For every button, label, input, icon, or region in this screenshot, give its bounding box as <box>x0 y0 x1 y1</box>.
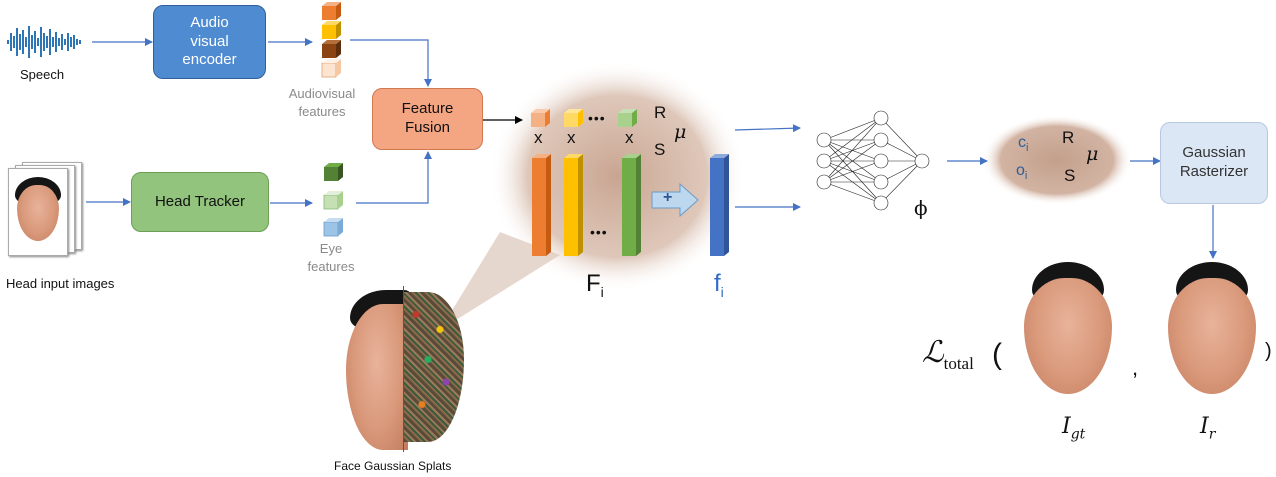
audio-visual-encoder-block: Audio visual encoder <box>153 5 266 79</box>
gaussian-rasterizer-block: Gaussian Rasterizer <box>1160 122 1268 204</box>
F-i-label: Fi <box>586 270 604 300</box>
param-mu: μ <box>1086 143 1099 165</box>
feature-bars <box>532 154 729 256</box>
fusion-R: R <box>654 103 667 122</box>
head-tracker-block: Head Tracker <box>131 172 269 232</box>
feature-fusion-label: Feature Fusion <box>401 100 454 136</box>
splat-callout <box>440 232 560 330</box>
speech-label: Speech <box>20 67 65 82</box>
times-symbol-1: x <box>534 128 543 147</box>
loss-open-paren: ( <box>992 338 1002 371</box>
audio-visual-encoder-label: Audio visual encoder <box>182 13 237 69</box>
head-input-images-label: Head input images <box>6 276 115 291</box>
ground-truth-face-image <box>1018 262 1118 396</box>
f-i-label: fi <box>714 270 724 300</box>
times-symbol-3: x <box>625 128 634 147</box>
audiovisual-feature-cubes <box>321 2 341 78</box>
head-face-image <box>17 185 59 241</box>
connectors <box>86 38 1217 259</box>
ellipsis-top: ••• <box>588 110 606 126</box>
bar-orange <box>532 154 551 256</box>
head-tracker-label: Head Tracker <box>154 192 246 210</box>
I-r-label: Ir <box>1200 414 1216 443</box>
param-R: R <box>1062 128 1075 147</box>
feature-blob <box>489 60 746 292</box>
feature-fusion-block: Feature Fusion <box>372 88 483 150</box>
params-blob <box>982 115 1132 205</box>
eye-features-label: Eye features <box>307 241 355 274</box>
sum-plus: + <box>663 189 673 206</box>
fused-small-cubes <box>531 109 637 127</box>
bar-green <box>622 154 641 256</box>
face-gaussian-splats-image <box>342 286 472 456</box>
bar-yellow <box>564 154 583 256</box>
sum-arrow-icon <box>651 182 699 218</box>
gaussian-rasterizer-label: Gaussian Rasterizer <box>1179 144 1249 180</box>
param-c-i: ci <box>1018 134 1029 155</box>
ellipsis-bottom: ••• <box>590 224 608 240</box>
param-o-i: oi <box>1016 162 1028 183</box>
loss-comma: , <box>1132 355 1139 380</box>
bar-blue <box>710 154 729 256</box>
param-S: S <box>1064 166 1076 185</box>
loss-symbol: ℒtotal <box>922 335 974 373</box>
audiovisual-features-label: Audiovisual features <box>288 86 356 119</box>
phi-label: ϕ <box>914 196 928 220</box>
eye-feature-cubes <box>323 163 343 237</box>
fusion-S: S <box>654 140 666 159</box>
times-symbol-2: x <box>567 128 576 147</box>
mlp-network-icon <box>816 110 930 211</box>
speech-waveform-icon <box>7 26 81 58</box>
loss-close-paren: ) <box>1265 340 1272 362</box>
face-gaussian-splats-label: Face Gaussian Splats <box>334 459 452 473</box>
fusion-mu: μ <box>674 121 687 143</box>
rendered-face-image <box>1162 262 1262 396</box>
I-gt-label: Igt <box>1062 414 1086 443</box>
head-input-images <box>8 162 83 256</box>
